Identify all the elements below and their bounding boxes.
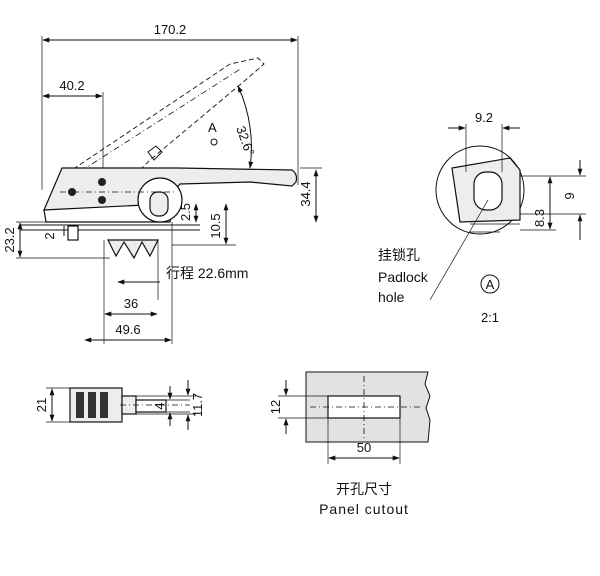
detail-padlock-hole xyxy=(473,171,503,211)
rivet-3 xyxy=(98,196,106,204)
dim-base-49-6: 49.6 xyxy=(115,322,140,337)
dim-10-5: 10.5 xyxy=(208,213,223,238)
padlock-label-en-2: hole xyxy=(378,289,405,305)
detail-ref-label: A xyxy=(208,120,217,135)
dim-overall-length: 170.2 xyxy=(154,22,187,37)
bottom-slot-3 xyxy=(100,392,108,418)
stud xyxy=(67,225,79,241)
bottom-tongue xyxy=(135,399,167,413)
cutout-label-en: Panel cutout xyxy=(319,501,409,517)
stroke-label: 行程 22.6mm xyxy=(166,265,248,281)
dim-2-5: 2.5 xyxy=(178,203,193,221)
rivet-1 xyxy=(68,188,76,196)
detail-circle xyxy=(435,145,525,235)
bottom-slot-2 xyxy=(88,392,96,418)
open-handle-centerline xyxy=(69,67,243,179)
dim-pivot-offset: 40.2 xyxy=(59,78,84,93)
dim-open-angle: 32.6° xyxy=(233,124,258,158)
side-view: 170.2 40.2 32.6° A xyxy=(2,22,322,344)
dim-cutout-50: 50 xyxy=(357,440,371,455)
padlock-hole xyxy=(149,191,169,217)
padlock-label-cn: 挂锁孔 xyxy=(378,247,420,263)
dim-2: 2 xyxy=(42,232,57,239)
open-handle-tab xyxy=(147,145,163,161)
padlock-label-en-1: Padlock xyxy=(378,269,429,285)
bottom-slot-1 xyxy=(76,392,84,418)
dim-cutout-12: 12 xyxy=(268,400,283,414)
star-cam xyxy=(107,239,159,260)
detail-view: 9.2 9 8.3 挂锁孔 Padlock hole A 2:1 xyxy=(378,110,586,325)
dim-bottom-21: 21 xyxy=(34,398,49,412)
dim-base-36: 36 xyxy=(124,296,138,311)
dim-height-total: 34.4 xyxy=(298,181,313,206)
dim-detail-8-3: 8.3 xyxy=(532,209,547,227)
detail-marker-circle xyxy=(480,274,500,294)
dim-23-2: 23.2 xyxy=(2,227,17,252)
rivet-2 xyxy=(98,178,106,186)
padlock-leader xyxy=(429,199,489,301)
dim-bottom-4: 4 xyxy=(152,402,167,409)
detail-marker: A xyxy=(486,277,495,292)
cutout-view: 12 50 开孔尺寸 Panel cutout xyxy=(268,371,431,517)
angle-arc xyxy=(237,85,254,169)
dim-detail-9-2: 9.2 xyxy=(475,110,493,125)
detail-ref-circle xyxy=(210,138,218,146)
dim-bottom-11-7: 11.7 xyxy=(190,393,205,417)
cutout-label-cn: 开孔尺寸 xyxy=(336,481,392,497)
detail-scale: 2:1 xyxy=(481,310,499,325)
open-handle-outline xyxy=(59,57,265,199)
dim-detail-9: 9 xyxy=(562,192,577,199)
bottom-view: 21 4 11.7 xyxy=(34,380,205,430)
